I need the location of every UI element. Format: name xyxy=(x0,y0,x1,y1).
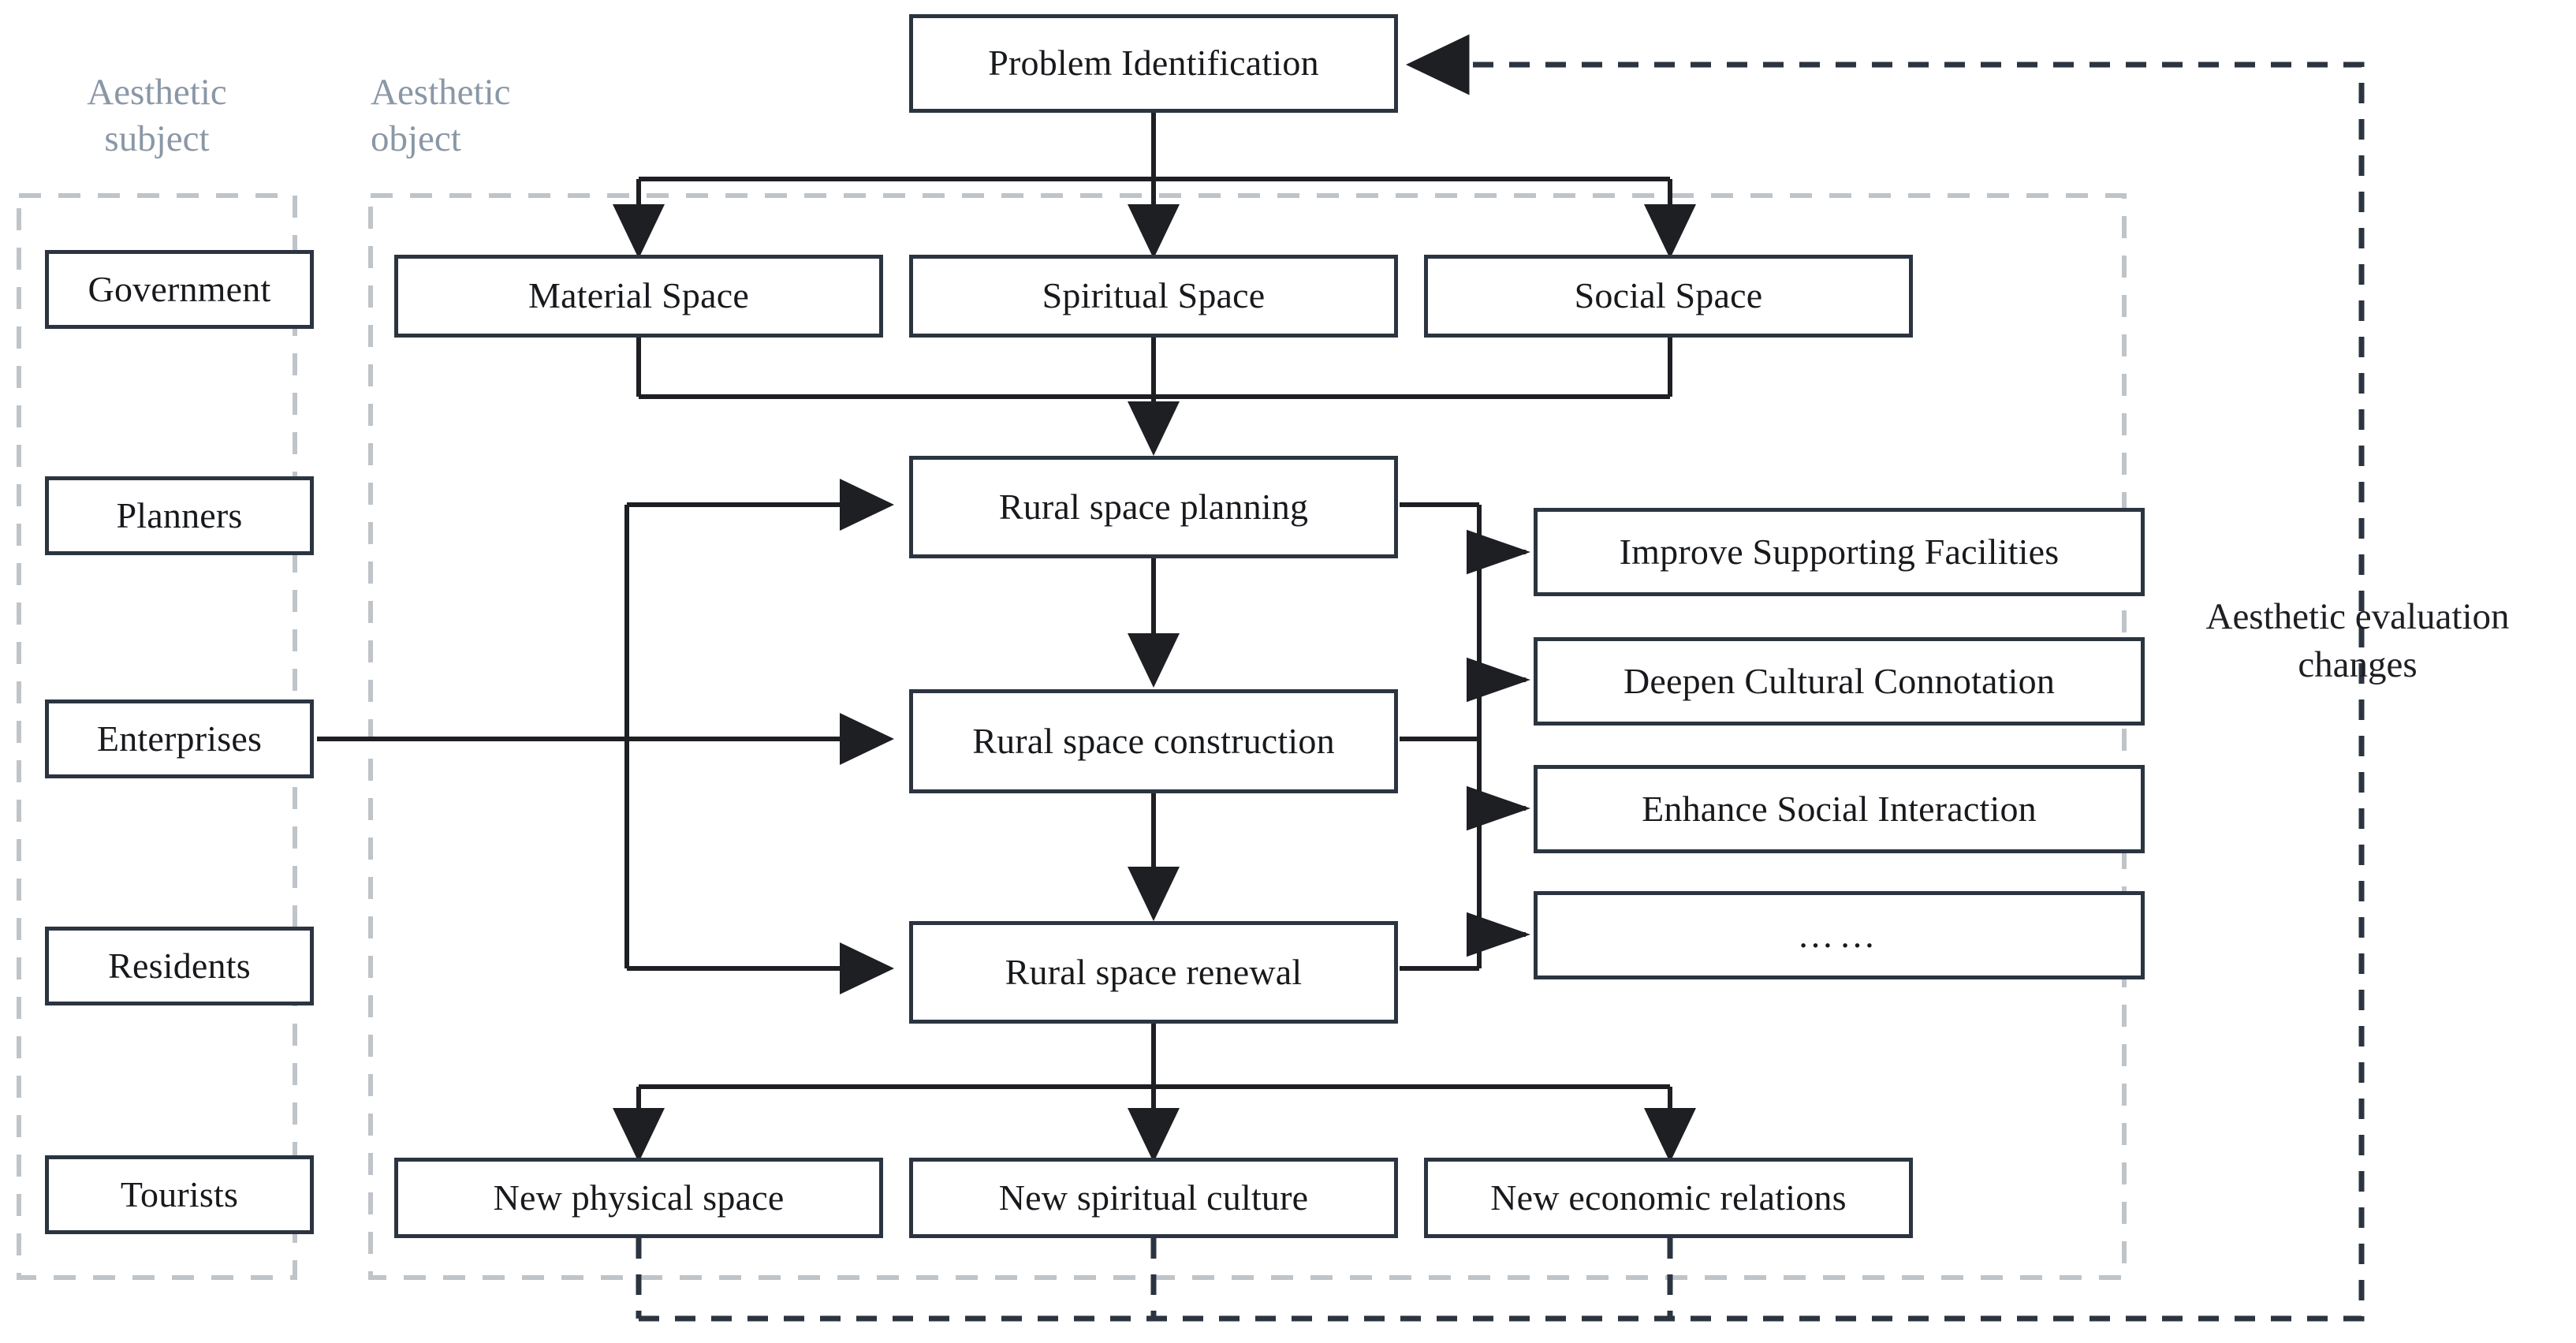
aesthetic-subject-group-frame xyxy=(17,193,297,1280)
node-enhance-social-interaction[interactable]: Enhance Social Interaction xyxy=(1534,765,2145,853)
node-material-space[interactable]: Material Space xyxy=(394,255,883,338)
node-new-physical-space[interactable]: New physical space xyxy=(394,1158,883,1238)
node-label: Residents xyxy=(108,945,251,986)
node-label: Enhance Social Interaction xyxy=(1642,788,2037,829)
node-ellipsis-outcome[interactable]: …… xyxy=(1534,891,2145,979)
node-label: Material Space xyxy=(528,275,749,316)
node-new-economic-relations[interactable]: New economic relations xyxy=(1424,1158,1913,1238)
aesthetic-object-caption: Aesthetic object xyxy=(371,72,511,159)
node-label: …… xyxy=(1797,914,1881,955)
node-problem-identification[interactable]: Problem Identification xyxy=(909,14,1398,113)
node-rural-space-planning[interactable]: Rural space planning xyxy=(909,456,1398,558)
node-label: Government xyxy=(88,268,271,309)
node-rural-space-construction[interactable]: Rural space construction xyxy=(909,689,1398,793)
node-government[interactable]: Government xyxy=(45,250,314,329)
aesthetic-subject-caption: Aesthetic subject xyxy=(87,72,227,159)
node-label: Enterprises xyxy=(96,718,263,759)
node-rural-space-renewal[interactable]: Rural space renewal xyxy=(909,921,1398,1024)
node-residents[interactable]: Residents xyxy=(45,927,314,1005)
node-label: Rural space renewal xyxy=(1005,951,1303,992)
node-label: Problem Identification xyxy=(988,43,1319,84)
node-tourists[interactable]: Tourists xyxy=(45,1155,314,1234)
node-label: Planners xyxy=(116,494,243,535)
node-label: Social Space xyxy=(1574,275,1763,316)
node-spiritual-space[interactable]: Spiritual Space xyxy=(909,255,1398,338)
node-label: Spiritual Space xyxy=(1042,275,1266,316)
node-deepen-cultural-connotation[interactable]: Deepen Cultural Connotation xyxy=(1534,637,2145,726)
node-label: Rural space planning xyxy=(998,486,1309,527)
node-label: New physical space xyxy=(493,1177,785,1218)
node-label: Deepen Cultural Connotation xyxy=(1623,660,2056,701)
node-new-spiritual-culture[interactable]: New spiritual culture xyxy=(909,1158,1398,1238)
node-planners[interactable]: Planners xyxy=(45,476,314,555)
node-enterprises[interactable]: Enterprises xyxy=(45,699,314,778)
node-improve-supporting-facilities[interactable]: Improve Supporting Facilities xyxy=(1534,508,2145,596)
feedback-loop-to-problem-identification xyxy=(639,34,2365,1322)
aesthetic-evaluation-changes-label: Aesthetic evaluation changes xyxy=(2205,596,2510,686)
node-label: Improve Supporting Facilities xyxy=(1619,531,2060,572)
node-label: Rural space construction xyxy=(972,720,1335,761)
node-label: Tourists xyxy=(120,1173,239,1214)
node-social-space[interactable]: Social Space xyxy=(1424,255,1913,338)
node-label: New economic relations xyxy=(1490,1177,1847,1218)
node-label: New spiritual culture xyxy=(998,1177,1309,1218)
